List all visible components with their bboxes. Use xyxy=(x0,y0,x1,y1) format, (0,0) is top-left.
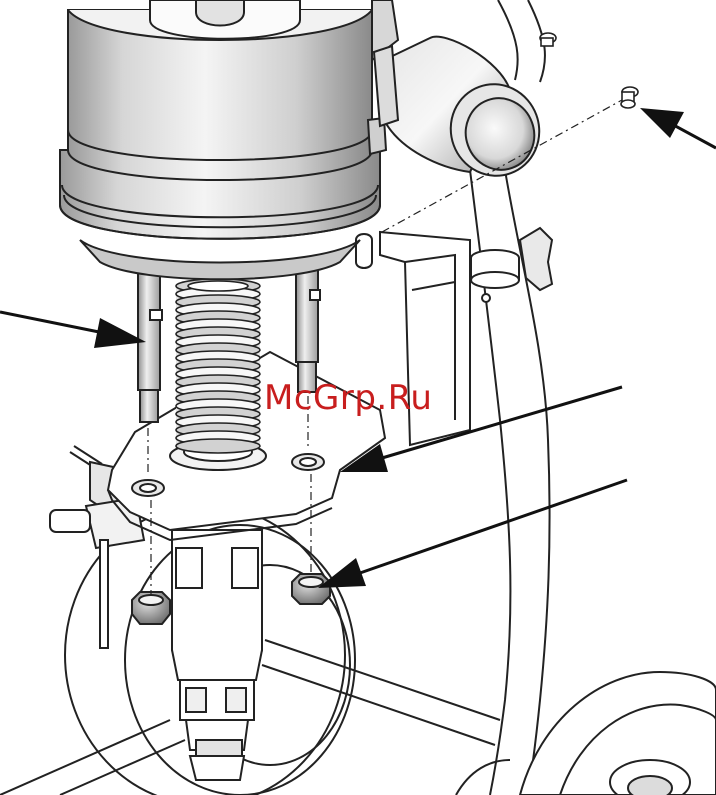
mounting-screw-top xyxy=(540,33,556,46)
hex-nut-left xyxy=(132,592,170,624)
coil-spring xyxy=(176,279,260,453)
regulator-cylinder xyxy=(374,37,552,189)
tie-rod-right xyxy=(296,262,320,392)
arrow-nut xyxy=(318,480,627,588)
arrow-tie-rod xyxy=(0,312,146,348)
spring-coil xyxy=(176,439,260,453)
arrow-screw xyxy=(640,108,716,148)
mounting-screw xyxy=(621,87,638,108)
air-motor-housing xyxy=(60,0,398,279)
lower-pump xyxy=(172,530,262,780)
right-wheel xyxy=(520,672,716,795)
hex-nut-right xyxy=(292,574,330,604)
tie-rod-left xyxy=(138,270,162,422)
